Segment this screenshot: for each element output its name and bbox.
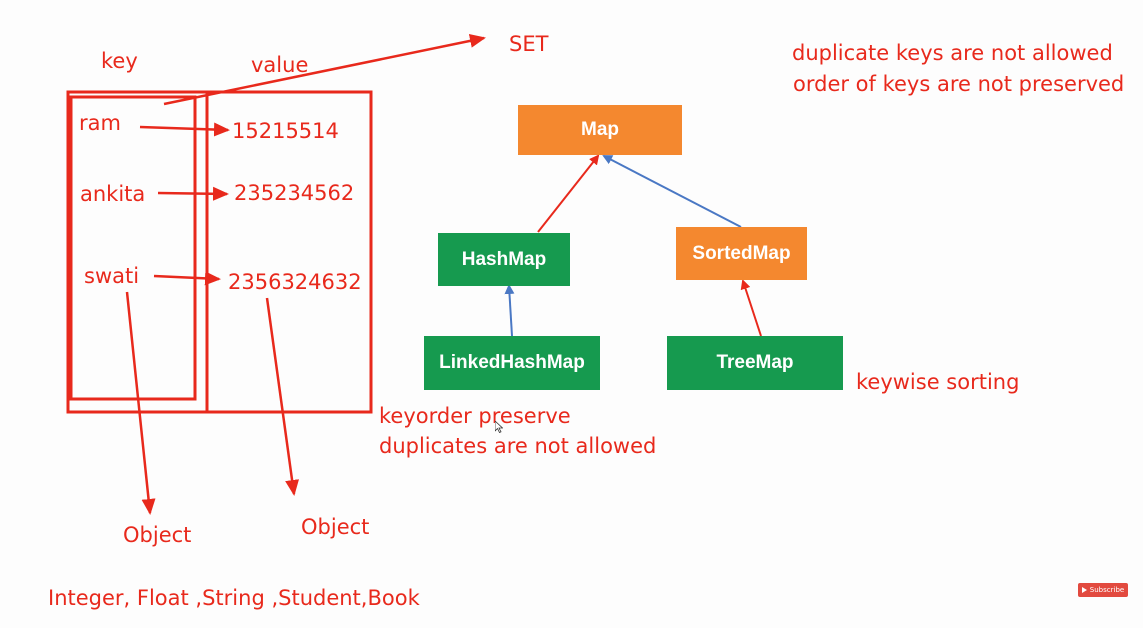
linked-note-duplicates: duplicates are not allowed bbox=[379, 434, 657, 458]
value-header: value bbox=[251, 53, 309, 77]
value-object-arrow bbox=[265, 297, 300, 496]
object-examples: Integer, Float ,String ,Student,Book bbox=[48, 586, 420, 610]
value-entry-ankita: 235234562 bbox=[234, 181, 355, 205]
sortedmap-to-map-arrow bbox=[602, 155, 742, 228]
mouse-cursor-icon bbox=[495, 421, 503, 433]
subscribe-label: Subscribe bbox=[1089, 586, 1125, 594]
key-entry-ram: ram bbox=[79, 111, 121, 135]
key-entry-swati: swati bbox=[84, 264, 140, 288]
value-entry-swati: 2356324632 bbox=[228, 270, 362, 294]
play-icon bbox=[1081, 587, 1087, 593]
key-object-arrow bbox=[125, 291, 156, 515]
value-entry-ram: 15215514 bbox=[232, 119, 339, 143]
linked-note-order: keyorder preserve bbox=[379, 404, 571, 428]
hashmap-to-map-arrow bbox=[537, 154, 600, 233]
subscribe-button[interactable]: Subscribe bbox=[1078, 583, 1128, 597]
map-note-duplicates: duplicate keys are not allowed bbox=[792, 41, 1113, 65]
sortedmap-node: SortedMap bbox=[676, 227, 807, 280]
key-header: key bbox=[101, 49, 138, 73]
key-entry-ankita: ankita bbox=[80, 182, 146, 206]
set-label: SET bbox=[509, 32, 549, 56]
value-object-label: Object bbox=[301, 515, 370, 539]
swati-arrow bbox=[153, 271, 221, 286]
map-note-order: order of keys are not preserved bbox=[793, 72, 1125, 96]
key-object-label: Object bbox=[123, 523, 192, 547]
ram-arrow bbox=[139, 122, 230, 137]
linkedhashmap-to-hashmap-arrow bbox=[504, 284, 515, 337]
keys-to-set-arrow bbox=[163, 33, 486, 106]
linkedhashmap-node: LinkedHashMap bbox=[424, 336, 600, 390]
hashmap-node: HashMap bbox=[438, 233, 570, 286]
treemap-node: TreeMap bbox=[667, 336, 843, 390]
treemap-note: keywise sorting bbox=[856, 370, 1020, 394]
treemap-to-sortedmap-arrow bbox=[740, 279, 762, 337]
map-node: Map bbox=[518, 105, 682, 155]
ankita-arrow bbox=[157, 186, 229, 201]
key-column-box bbox=[69, 95, 197, 401]
